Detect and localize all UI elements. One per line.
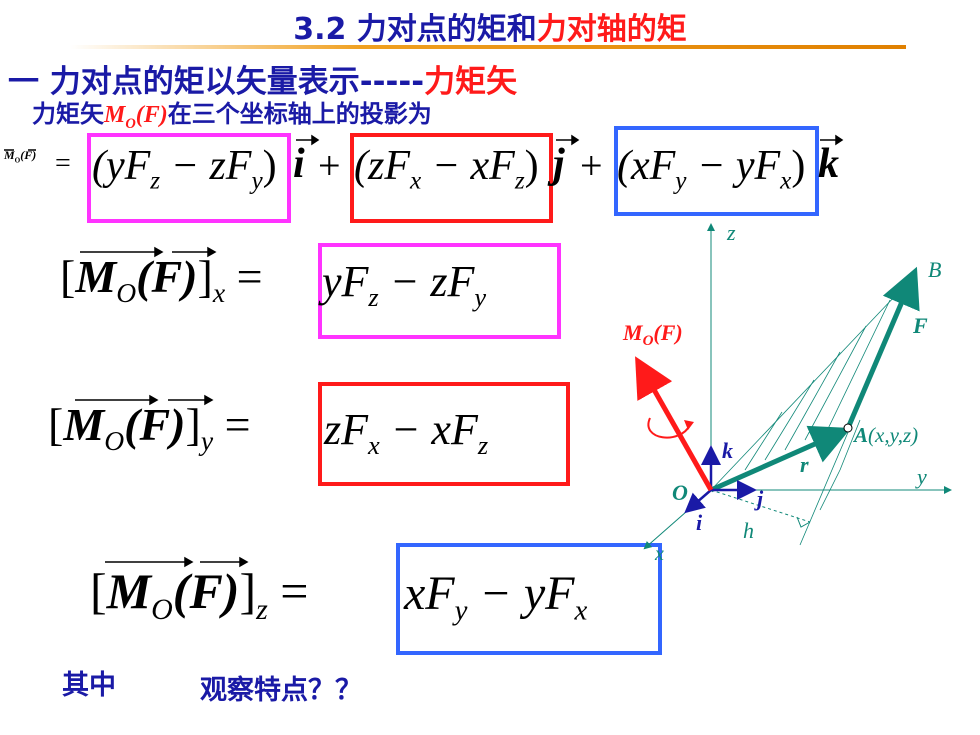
- title-part-1: 3.2 力对点的矩和: [293, 12, 537, 47]
- force-vector: [845, 266, 920, 429]
- vector-eq-equals: =: [55, 148, 71, 179]
- section-heading: 一 力对点的矩以矢量表示-----力矩矢: [8, 56, 517, 101]
- axes: [643, 223, 952, 550]
- label-o: O: [672, 480, 688, 505]
- unit-i-arrow: [684, 489, 712, 514]
- plus-sign-1: +: [318, 143, 341, 188]
- term-k: (xFy − yFx): [617, 143, 806, 195]
- label-f: F: [912, 313, 928, 338]
- rotation-arc: [647, 417, 691, 439]
- subheading-prefix: 力矩矢: [32, 100, 104, 128]
- label-a: A(x,y,z): [852, 423, 918, 447]
- eq-x-rhs: yFz − zFy: [322, 257, 487, 312]
- term-i: (yFz − zFy): [92, 143, 277, 195]
- heading-highlight: 力矩矢: [424, 64, 518, 100]
- eq-x-box: [318, 243, 561, 339]
- label-k: k: [722, 438, 733, 463]
- eq-z-rhs: xFy − yFx: [404, 567, 588, 627]
- label-r: r: [800, 452, 809, 477]
- title-part-2: 力对轴的矩: [536, 12, 687, 47]
- term-j: (zFx − xFz): [354, 143, 539, 195]
- footer-right-text: 观察特点？？: [200, 675, 362, 706]
- term-j-box: [350, 133, 553, 223]
- term-k-box: [614, 126, 819, 216]
- page-title: 3.2 力对点的矩和力对轴的矩: [0, 4, 980, 48]
- eq-y-rhs: zFx − xFz: [324, 405, 489, 460]
- subheading-symbol: MO(F): [104, 102, 168, 132]
- label-j: j: [754, 486, 764, 511]
- unit-vector-i: i: [293, 141, 305, 187]
- r-vector: [709, 425, 852, 493]
- eq-y-box: [318, 382, 570, 486]
- eq-y-lhs: [MO(F)]y =: [48, 399, 251, 457]
- eq-z-lhs: [MO(F)]z =: [90, 563, 309, 626]
- label-z: z: [726, 220, 736, 245]
- term-i-box: [87, 133, 291, 223]
- footer-left-text: 其中: [62, 670, 116, 701]
- label-h: h: [743, 518, 754, 543]
- heading-prefix: 一 力对点的矩以矢量表示-----: [8, 64, 425, 100]
- eq-z-box: [396, 543, 662, 655]
- label-b: B: [928, 257, 941, 282]
- eq-x-lhs: [MO(F)]x =: [60, 251, 263, 309]
- label-x: x: [654, 543, 664, 565]
- h-line: [710, 489, 811, 523]
- unit-vector-k: k: [818, 141, 839, 187]
- unit-vector-j: j: [553, 141, 565, 187]
- hatch-region: [710, 274, 916, 546]
- moment-vector: [635, 356, 714, 492]
- vector-eq-lhs: MO(F): [4, 148, 37, 165]
- label-y: y: [915, 464, 927, 489]
- title-divider: [70, 45, 906, 49]
- plus-sign-2: +: [580, 143, 603, 188]
- label-i: i: [696, 510, 703, 535]
- subheading-suffix: 在三个坐标轴上的投影为: [167, 100, 432, 128]
- point-a: [843, 423, 853, 433]
- sub-heading: 力矩矢MO(F)在三个坐标轴上的投影为: [32, 94, 432, 133]
- right-angle-mark: [796, 516, 811, 528]
- rotation-arrowhead: [684, 420, 694, 430]
- label-mo: MO(F): [622, 320, 683, 349]
